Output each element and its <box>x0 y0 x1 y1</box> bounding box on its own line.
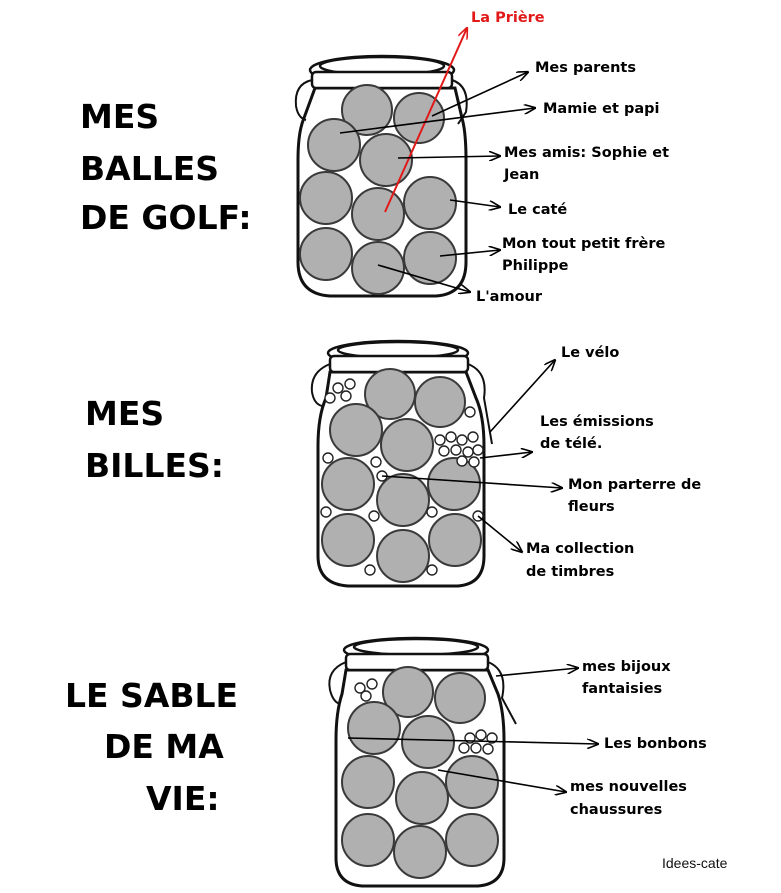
marbles-jar <box>310 339 493 588</box>
marbles-title-line-1: MES <box>85 394 164 433</box>
label-le-cate: Le caté <box>508 202 567 218</box>
golf-title-line-1: MES <box>80 97 159 136</box>
label-chaussures-line-2: chaussures <box>570 802 662 818</box>
section-sand: LE SABLE DE MA VIE: <box>65 636 707 888</box>
label-lamour: L'amour <box>476 289 543 305</box>
golf-title-line-3: DE GOLF: <box>80 198 252 237</box>
sand-jar <box>328 636 517 888</box>
label-bijoux-line-1: mes bijoux <box>582 659 671 675</box>
label-petit-frere-line-2: Philippe <box>502 258 569 274</box>
label-collection-line-2: de timbres <box>526 564 614 580</box>
sand-title-line-3: VIE: <box>146 779 220 818</box>
sand-title-line-2: DE MA <box>104 727 224 766</box>
label-les-bonbons: Les bonbons <box>604 736 707 752</box>
golf-title-line-2: BALLES <box>80 149 219 188</box>
label-emissions-line-1: Les émissions <box>540 414 654 430</box>
label-emissions-line-2: de télé. <box>540 436 602 452</box>
section-marbles: MES BILLES: <box>85 339 701 588</box>
label-le-velo: Le vélo <box>561 345 619 361</box>
label-parterre-line-2: fleurs <box>568 499 615 515</box>
marbles-title-line-2: BILLES: <box>85 446 224 485</box>
golf-jar <box>294 54 468 298</box>
label-bijoux-line-2: fantaisies <box>582 681 662 697</box>
label-mamie-et-papi: Mamie et papi <box>543 101 660 117</box>
sand-arrows <box>347 668 598 792</box>
label-petit-frere-line-1: Mon tout petit frère <box>502 236 665 252</box>
label-mes-parents: Mes parents <box>535 60 636 76</box>
label-la-priere: La Prière <box>471 10 545 26</box>
marbles-arrows <box>381 360 562 552</box>
label-mes-amis-line-1: Mes amis: Sophie et <box>504 145 669 161</box>
label-collection-line-1: Ma collection <box>526 541 634 557</box>
sand-title-line-1: LE SABLE <box>65 676 238 715</box>
golf-arrows <box>339 28 535 292</box>
credit-text: Idees-cate <box>662 855 728 871</box>
label-parterre-line-1: Mon parterre de <box>568 477 701 493</box>
section-golf-balls: MES BALLES DE GOLF: <box>80 10 669 305</box>
label-mes-amis-line-2: Jean <box>503 167 539 183</box>
label-chaussures-line-1: mes nouvelles <box>570 779 687 795</box>
